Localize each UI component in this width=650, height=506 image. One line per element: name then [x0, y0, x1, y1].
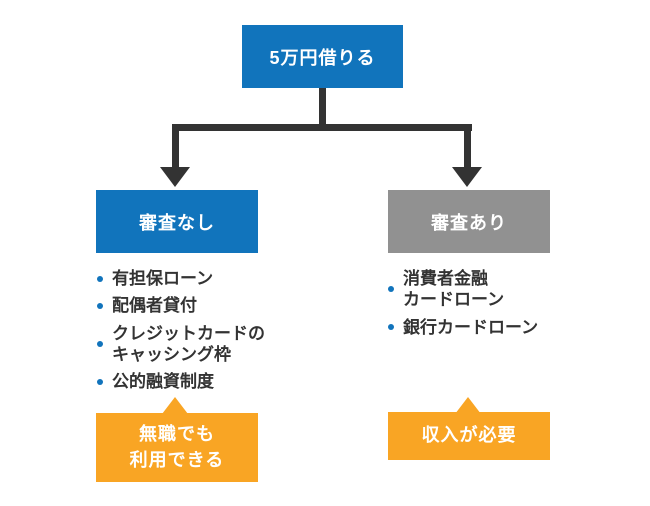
- root-node: 5万円借りる: [242, 25, 403, 88]
- connector-stem: [319, 88, 326, 127]
- list-item-text: 消費者金融 カードローン: [403, 269, 505, 310]
- list-item: 有担保ローン: [97, 268, 307, 289]
- branch-node-screening: 審査あり: [388, 190, 550, 253]
- connector-drop-left: [172, 124, 179, 168]
- branch-node-no-screening: 審査なし: [96, 190, 258, 253]
- list-item-text: 配偶者貸付: [112, 296, 197, 316]
- bullet-icon: [97, 340, 103, 347]
- callout-pointer-up-left-icon: [162, 397, 188, 414]
- list-item-text: 有担保ローン: [112, 269, 214, 288]
- root-node-label: 5万円借りる: [269, 47, 376, 68]
- list-item: 銀行カードローン: [388, 317, 598, 338]
- list-screening: 消費者金融 カードローン 銀行カードローン: [388, 268, 598, 344]
- bullet-icon: [388, 324, 394, 331]
- callout-text: 無職でも 利用できる: [129, 424, 225, 470]
- list-item-text: クレジットカードの キャッシング枠: [112, 323, 265, 364]
- connector-horizontal: [172, 124, 472, 131]
- connector-drop-right: [464, 124, 471, 168]
- callout-text: 収入が必要: [421, 425, 517, 446]
- bullet-icon: [97, 275, 103, 282]
- list-item: 配偶者貸付: [97, 295, 307, 316]
- list-no-screening: 有担保ローン 配偶者貸付 クレジットカードの キャッシング枠 公的融資制度: [97, 268, 307, 398]
- list-item-text: 公的融資制度: [112, 372, 214, 391]
- bullet-icon: [388, 286, 394, 293]
- list-item-text: 銀行カードローン: [403, 317, 539, 337]
- bullet-icon: [97, 378, 103, 385]
- list-item: クレジットカードの キャッシング枠: [97, 323, 307, 366]
- arrow-down-left-icon: [160, 167, 190, 187]
- bullet-icon: [97, 302, 103, 309]
- arrow-down-right-icon: [452, 167, 482, 187]
- callout-no-screening: 無職でも 利用できる: [96, 413, 258, 482]
- branch-label: 審査なし: [139, 212, 215, 233]
- branch-label: 審査あり: [431, 212, 507, 233]
- callout-pointer-up-right-icon: [455, 397, 481, 414]
- list-item: 公的融資制度: [97, 371, 307, 392]
- callout-screening: 収入が必要: [388, 412, 550, 460]
- list-item: 消費者金融 カードローン: [388, 268, 598, 311]
